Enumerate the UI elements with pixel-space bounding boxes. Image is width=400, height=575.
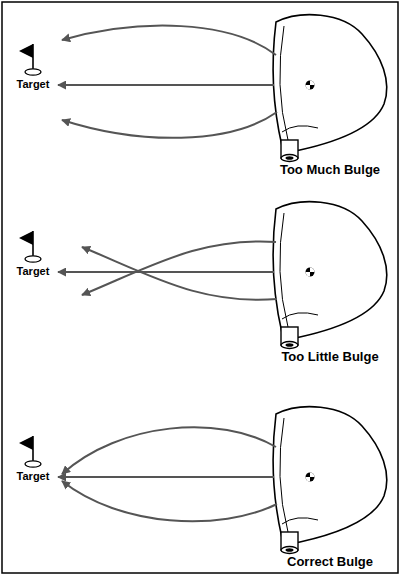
panel-correct — [19, 407, 387, 554]
target-label: Target — [17, 78, 50, 90]
bulge-caption: Too Much Bulge — [280, 163, 380, 177]
panel-too-much — [19, 15, 387, 162]
target-label: Target — [17, 470, 50, 482]
panel-too-little — [19, 202, 387, 349]
target-label: Target — [17, 265, 50, 277]
bulge-caption: Correct Bulge — [287, 555, 373, 569]
bulge-caption: Too Little Bulge — [281, 350, 378, 364]
